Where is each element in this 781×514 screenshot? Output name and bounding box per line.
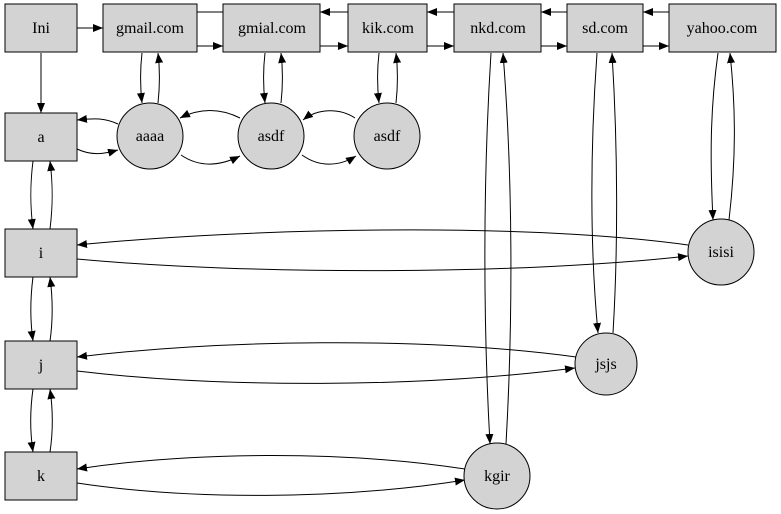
node-isisi-label: isisi — [708, 244, 734, 261]
edge-j-k — [27, 388, 36, 453]
edge-k-j — [47, 388, 56, 453]
node-a-label: a — [37, 129, 44, 146]
node-k: k — [4, 451, 78, 501]
edge-aaaa-asdf1 — [180, 154, 241, 165]
node-asdf-2-label: asdf — [374, 128, 401, 145]
node-aaaa-label: aaaa — [136, 128, 164, 145]
node-gmail: gmail.com — [102, 3, 198, 53]
node-asdf-1: asdf — [237, 102, 305, 170]
edge-asdf1-asdf2 — [301, 154, 357, 165]
edge-j-i — [47, 276, 56, 342]
node-j: j — [4, 340, 78, 390]
edge-k-kgir — [76, 477, 466, 496]
node-nkd-label: nkd.com — [470, 20, 526, 37]
edge-yahoo-isisi — [708, 52, 719, 221]
edge-isisi-i — [76, 229, 689, 249]
edge-asdf1-aaaa — [179, 109, 241, 119]
node-gmial-label: gmial.com — [238, 20, 307, 37]
node-gmail-label: gmail.com — [116, 20, 185, 37]
node-yahoo-label: yahoo.com — [687, 20, 758, 37]
edge-aaaa-gmail — [155, 52, 164, 104]
node-nkd: nkd.com — [453, 3, 542, 53]
node-kgir: kgir — [463, 442, 531, 510]
node-k-label: k — [37, 468, 45, 485]
node-i: i — [4, 228, 78, 278]
node-gmial: gmial.com — [222, 3, 321, 53]
edge-isisi-yahoo — [727, 52, 736, 221]
node-sd-label: sd.com — [582, 20, 628, 37]
node-ini: Ini — [4, 3, 78, 53]
node-kik-label: kik.com — [362, 20, 415, 37]
edge-i-isisi — [76, 253, 689, 272]
edge-kgir-k — [76, 455, 466, 472]
edge-i-j — [27, 276, 36, 342]
node-j-label: j — [38, 357, 43, 374]
node-isisi: isisi — [687, 218, 755, 286]
edges — [27, 7, 736, 496]
edge-gmail-aaaa — [136, 52, 145, 104]
edge-i-a — [47, 160, 56, 230]
node-jsjs-label: jsjs — [594, 356, 616, 373]
node-kgir-label: kgir — [484, 468, 510, 485]
node-kik: kik.com — [347, 3, 428, 53]
edge-a-i — [27, 160, 36, 230]
edge-a-aaaa — [76, 148, 119, 157]
node-i-label: i — [39, 245, 44, 262]
node-jsjs: jsjs — [574, 332, 638, 396]
edge-asdf1-gmial — [278, 52, 287, 104]
node-a: a — [4, 112, 78, 162]
edge-kgir-nkd — [499, 52, 512, 445]
node-aaaa: aaaa — [116, 102, 184, 170]
node-yahoo: yahoo.com — [668, 3, 777, 53]
node-ini-label: Ini — [32, 20, 50, 37]
node-sd: sd.com — [566, 3, 644, 53]
edge-j-jsjs — [76, 365, 576, 384]
node-asdf-2: asdf — [353, 102, 421, 170]
edge-jsjs-j — [76, 342, 577, 360]
node-asdf-1-label: asdf — [258, 128, 285, 145]
edge-gmial-asdf1 — [259, 52, 268, 104]
edge-asdf2-kik — [393, 52, 402, 104]
edge-asdf2-asdf1 — [302, 110, 356, 121]
edge-nkd-kgir — [484, 52, 494, 445]
edge-aaaa-a — [76, 114, 119, 125]
edge-sd-jsjs — [591, 52, 602, 334]
edge-kik-asdf2 — [373, 52, 382, 104]
edge-jsjs-sd — [608, 52, 618, 334]
